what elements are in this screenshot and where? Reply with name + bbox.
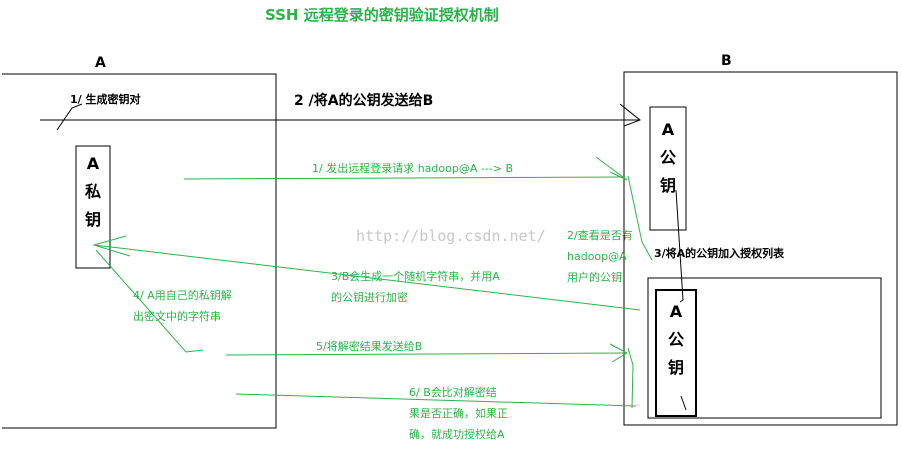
keypair-tick xyxy=(56,103,83,131)
step-compare-line3: 确，就成功授权给A xyxy=(409,428,505,441)
step-login-request: 1/ 发出远程登录请求 hadoop@A ---> B xyxy=(312,162,514,175)
host-a-frame xyxy=(2,73,277,429)
add-authorized-arrow xyxy=(675,189,684,303)
public-key-box: A 公 钥 xyxy=(650,116,686,200)
private-key-box: A 私 钥 xyxy=(76,150,110,234)
send-pubkey-arrowhead xyxy=(619,103,641,127)
authorized-list-frame xyxy=(647,277,882,419)
authorized-key-line1: A xyxy=(669,302,683,321)
step-check-line1: 2/查看是否有 xyxy=(567,229,633,242)
host-b-label: B xyxy=(721,53,732,69)
step-random-line1: 3/B会生成一个随机字符串，并用A xyxy=(331,270,500,283)
public-key-frame xyxy=(649,106,687,231)
step-generate-keypair: 1/ 生成密钥对 xyxy=(70,93,141,106)
public-key-line2: 公 xyxy=(659,148,676,167)
private-key-line2: 私 xyxy=(84,182,101,201)
host-a-label: A xyxy=(95,55,106,71)
result-tick xyxy=(627,347,634,409)
step-decrypt-line1: 4/ A用自己的私钥解 xyxy=(133,289,232,302)
step-compare-line1: 6/ B会比对解密结 xyxy=(409,386,497,399)
step-check-line3: 用户的公钥 xyxy=(567,271,622,284)
step-check-line2: hadoop@A xyxy=(567,250,627,263)
host-b-frame xyxy=(623,71,898,426)
private-key-line1: A xyxy=(86,154,100,173)
step-send-result: 5/将解密结果发送给B xyxy=(316,340,423,353)
diagram-title: SSH 远程登录的密钥验证授权机制 xyxy=(265,6,499,24)
authorized-key-box: A 公 钥 xyxy=(656,298,696,382)
private-key-line3: 钥 xyxy=(84,210,101,229)
step-random-line2: 的公钥进行加密 xyxy=(331,291,408,304)
authorized-key-line3: 钥 xyxy=(667,358,684,377)
send-result-arrow xyxy=(225,352,626,356)
encrypt-arrowhead xyxy=(92,235,131,257)
step-decrypt-line2: 出密文中的字符串 xyxy=(133,310,221,323)
watermark: http://blog.csdn.net/ xyxy=(356,227,546,245)
login-request-arrowhead xyxy=(595,156,628,181)
authorize-arrow xyxy=(235,393,637,407)
step-compare-line2: 果是否正确，如果正 xyxy=(409,407,508,420)
authorized-key-frame xyxy=(655,289,697,417)
step-send-pubkey: 2 /将A的公钥发送给B xyxy=(294,93,434,109)
encrypt-arrow xyxy=(93,244,641,311)
private-key-frame xyxy=(75,145,111,269)
public-key-line1: A xyxy=(661,120,675,139)
login-request-arrow xyxy=(183,176,626,180)
send-result-arrowhead xyxy=(609,343,629,363)
public-key-line3: 钥 xyxy=(659,176,676,195)
decrypt-arrow xyxy=(95,249,204,353)
step-add-authorized: 3/将A的公钥加入授权列表 xyxy=(654,247,785,260)
authorized-key-line2: 公 xyxy=(667,330,684,349)
check-pubkey-arrow xyxy=(627,175,653,261)
add-authorized-tick xyxy=(680,395,687,411)
